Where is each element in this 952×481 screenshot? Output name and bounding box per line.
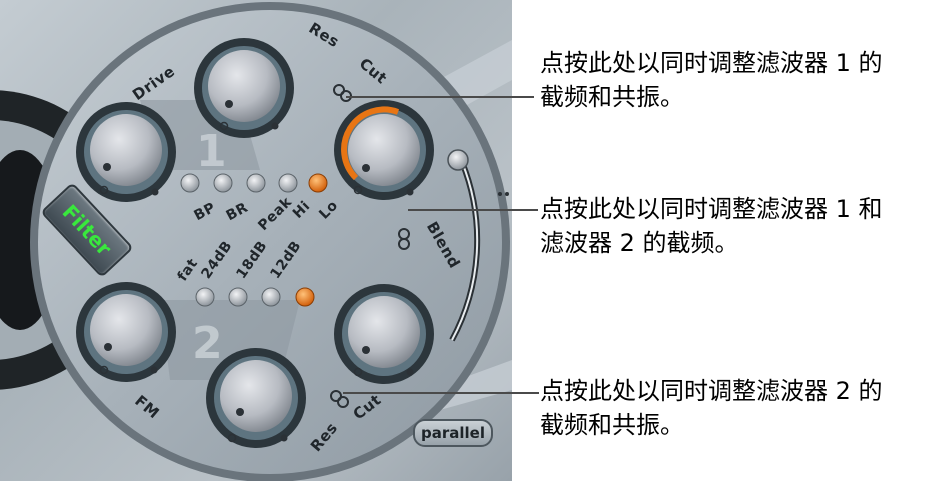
- callout-line-3: [343, 392, 539, 394]
- filter2-slope-leds[interactable]: [195, 287, 315, 307]
- callout-2-line1: 点按此处以同时调整滤波器 1 和: [540, 195, 883, 223]
- callout-3: 点按此处以同时调整滤波器 2 的 截频和共振。: [540, 374, 883, 442]
- led-bp[interactable]: [180, 173, 200, 193]
- led-peak[interactable]: [246, 173, 266, 193]
- filter2-number: 2: [192, 318, 223, 369]
- drive-knob[interactable]: [76, 102, 176, 202]
- led-24db[interactable]: [228, 287, 248, 307]
- callout-2-line2: 滤波器 2 的截频。: [540, 229, 739, 257]
- callout-3-line2: 截频和共振。: [540, 411, 684, 439]
- led-br[interactable]: [213, 173, 233, 193]
- led-hi[interactable]: [278, 173, 298, 193]
- led-12db[interactable]: [295, 287, 315, 307]
- callout-line-2: [408, 209, 538, 211]
- resonance-knob-filter1[interactable]: [194, 38, 294, 138]
- led-fat[interactable]: [195, 287, 215, 307]
- cutoff-knob-filter1[interactable]: [334, 100, 434, 200]
- filter1-type-leds[interactable]: [180, 173, 328, 193]
- led-lo[interactable]: [308, 173, 328, 193]
- parallel-mode-button[interactable]: parallel: [413, 419, 493, 447]
- callout-line-1: [346, 96, 534, 98]
- callout-1-line1: 点按此处以同时调整滤波器 1 的: [540, 49, 883, 77]
- callout-1: 点按此处以同时调整滤波器 1 的 截频和共振。: [540, 46, 883, 114]
- resonance-knob-filter2[interactable]: [206, 348, 306, 448]
- callout-2: 点按此处以同时调整滤波器 1 和 滤波器 2 的截频。: [540, 192, 883, 260]
- fm-knob[interactable]: [76, 282, 176, 382]
- filter1-number: 1: [196, 126, 227, 177]
- filter-plugin-panel: Drive Res Cut Blend FM Cut Res 1 2 BP BR…: [0, 0, 512, 481]
- callout-1-line2: 截频和共振。: [540, 83, 684, 111]
- callout-3-line1: 点按此处以同时调整滤波器 2 的: [540, 377, 883, 405]
- link-icon-both-filters[interactable]: [398, 228, 410, 250]
- plugin-graphics: [0, 2, 512, 481]
- cutoff-knob-filter2[interactable]: [334, 284, 434, 384]
- led-18db[interactable]: [261, 287, 281, 307]
- link-icon-filter2[interactable]: [330, 390, 349, 408]
- blend-slider-handle[interactable]: [447, 149, 469, 171]
